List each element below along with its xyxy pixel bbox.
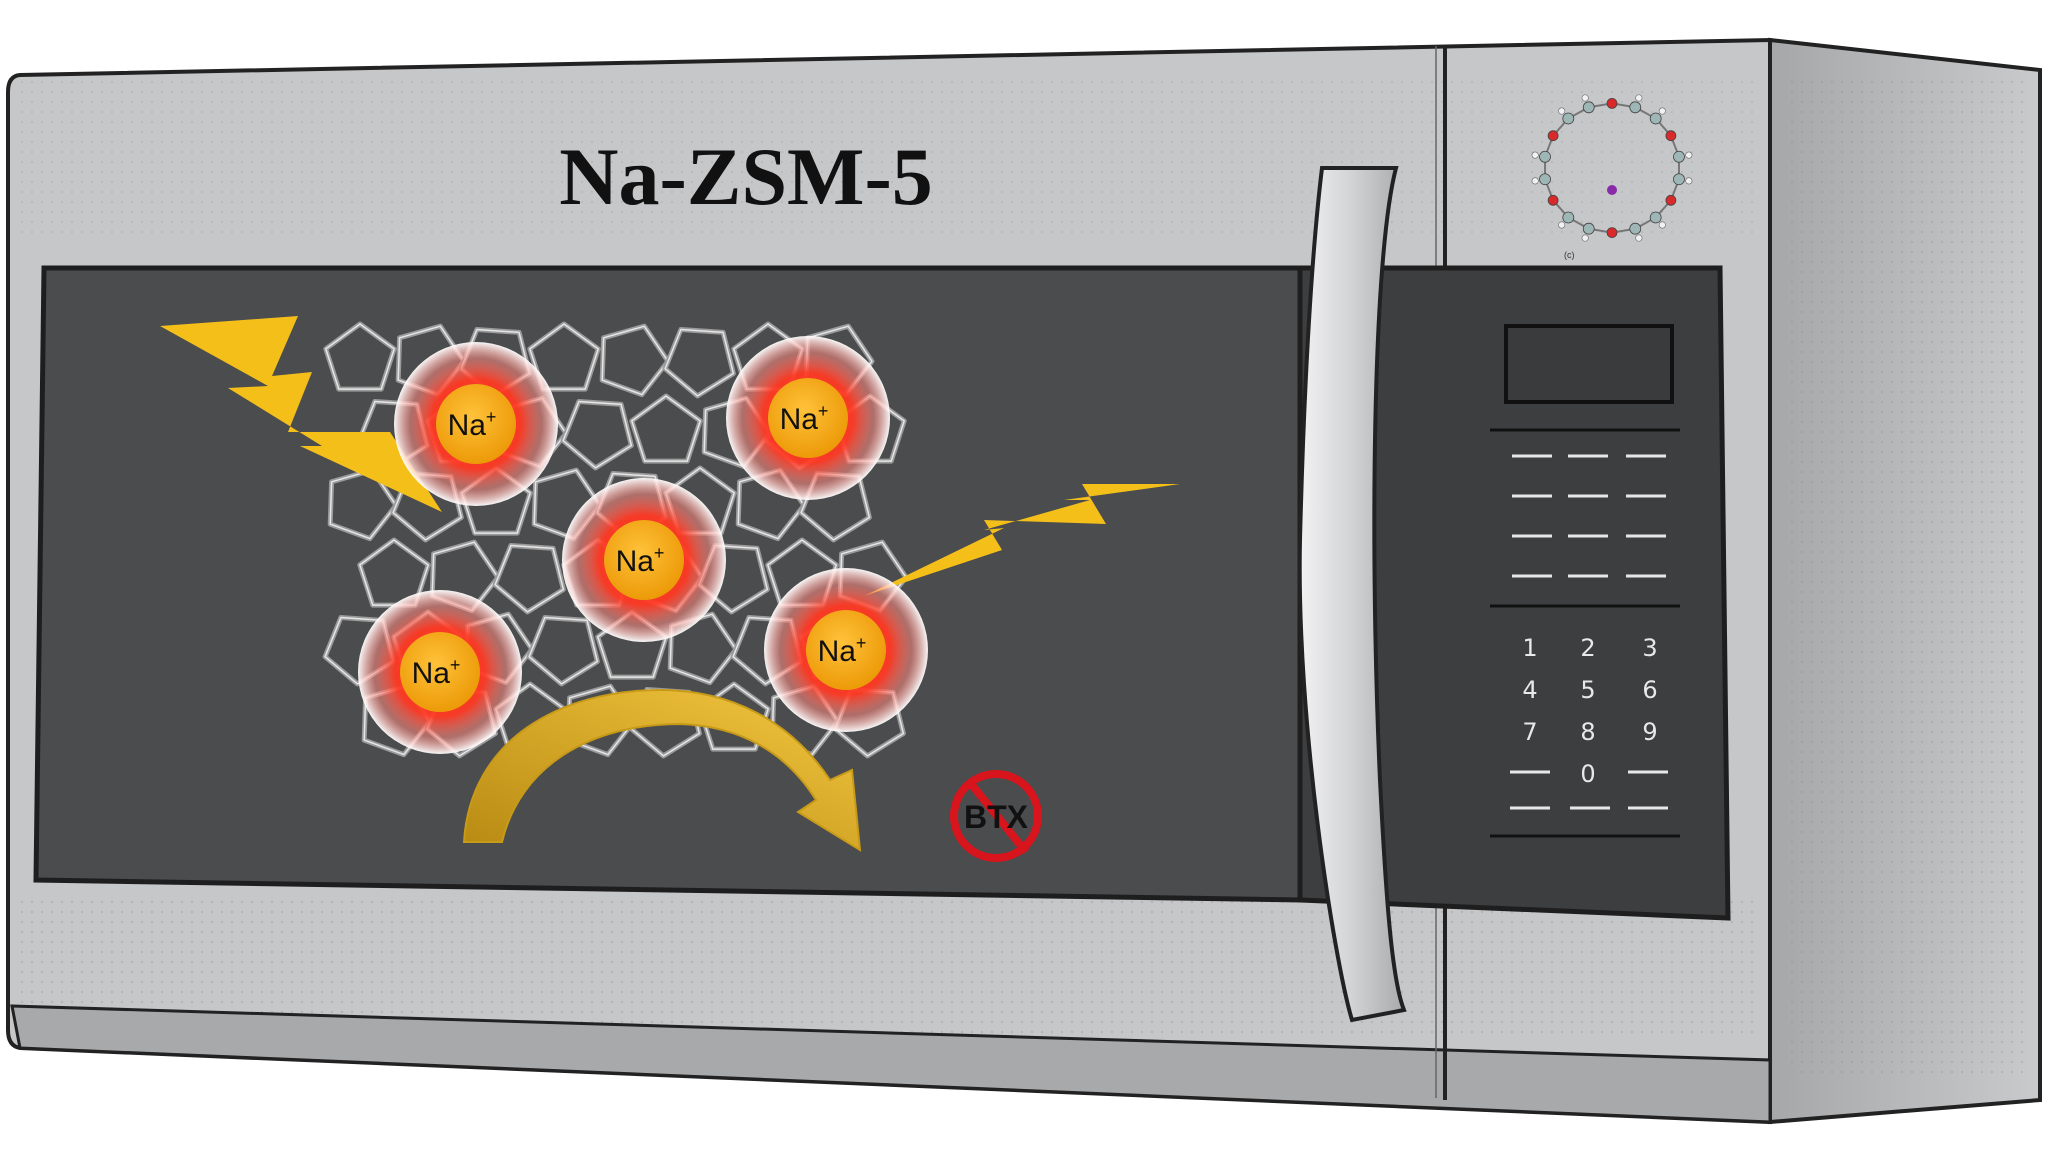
hydrogen-atom	[1635, 94, 1643, 102]
keypad-key-0[interactable]: 0	[1580, 760, 1595, 788]
carbon-atom	[1582, 101, 1595, 114]
oxygen-atom	[1665, 130, 1677, 142]
keypad-key-6[interactable]: 6	[1642, 676, 1657, 704]
hydrogen-atom	[1685, 177, 1693, 185]
carbon-atom	[1539, 150, 1551, 163]
keypad-key-5[interactable]: 5	[1580, 676, 1595, 704]
hydrogen-atom	[1558, 221, 1566, 229]
keypad-key-8[interactable]: 8	[1580, 718, 1595, 746]
ion-core	[400, 632, 480, 712]
na-ion: Na+	[726, 336, 890, 500]
oxygen-atom	[1606, 98, 1618, 109]
keypad-key-9[interactable]: 9	[1642, 718, 1657, 746]
keypad-key-3[interactable]: 3	[1642, 634, 1657, 662]
hydrogen-atom	[1581, 234, 1589, 242]
hydrogen-atom	[1558, 107, 1566, 115]
lightning-bolt-left	[160, 316, 442, 512]
na-ion: Na+	[764, 568, 928, 732]
control-panel: 1 2 3 4 5 6 7 8 9 0	[1490, 324, 1680, 838]
keypad-key-7[interactable]: 7	[1522, 718, 1537, 746]
carbon-atom	[1649, 112, 1662, 125]
keypad-key-1[interactable]: 1	[1522, 634, 1537, 662]
hydrogen-atom	[1531, 151, 1539, 159]
na-ion: Na+	[358, 590, 522, 754]
ion-core	[768, 378, 848, 458]
molecule-caption: (c)	[1564, 250, 1575, 260]
carbon-atom	[1629, 101, 1642, 114]
carbon-atom	[1582, 222, 1595, 235]
hydrogen-atom	[1658, 221, 1666, 229]
oxygen-atom	[1665, 194, 1677, 206]
carbon-atom	[1629, 222, 1642, 235]
carbon-atom	[1673, 150, 1685, 163]
display-screen	[1504, 324, 1674, 404]
ion-core	[806, 610, 886, 690]
ion-label: Na+	[780, 401, 829, 436]
no-btx-symbol: BTX	[950, 770, 1042, 862]
carbon-atom	[1562, 112, 1575, 125]
carbon-atom	[1649, 211, 1662, 224]
hydrogen-atom	[1658, 107, 1666, 115]
door-handle	[1297, 166, 1407, 1023]
page-title: Na-ZSM-5	[559, 131, 933, 222]
ion-core	[604, 520, 684, 600]
lightning-bolt-right	[864, 484, 1180, 596]
na-ion: Na+	[394, 342, 558, 506]
carbon-atom	[1539, 173, 1551, 186]
carbon-atom	[1673, 173, 1685, 186]
na-ion: Na+	[562, 478, 726, 642]
hydrogen-atom	[1531, 177, 1539, 185]
function-keys	[1512, 454, 1666, 578]
ion-core	[436, 384, 516, 464]
crown-molecule	[1531, 94, 1693, 242]
keypad-key-4[interactable]: 4	[1522, 676, 1537, 704]
hydrogen-atom	[1635, 234, 1643, 242]
oxygen-atom	[1547, 194, 1559, 206]
oxygen-atom	[1547, 130, 1559, 142]
carbon-atom	[1562, 211, 1575, 224]
btx-label: BTX	[964, 799, 1029, 835]
hydrogen-atom	[1581, 94, 1589, 102]
oxygen-atom	[1606, 227, 1618, 239]
hydrogen-atom	[1685, 151, 1693, 159]
number-keypad: 1 2 3 4 5 6 7 8 9 0	[1510, 634, 1668, 810]
curved-arrow	[462, 688, 862, 852]
keypad-key-2[interactable]: 2	[1580, 634, 1595, 662]
sodium-ions: Na+Na+Na+Na+Na+	[358, 336, 928, 754]
sodium-atom	[1607, 185, 1617, 195]
